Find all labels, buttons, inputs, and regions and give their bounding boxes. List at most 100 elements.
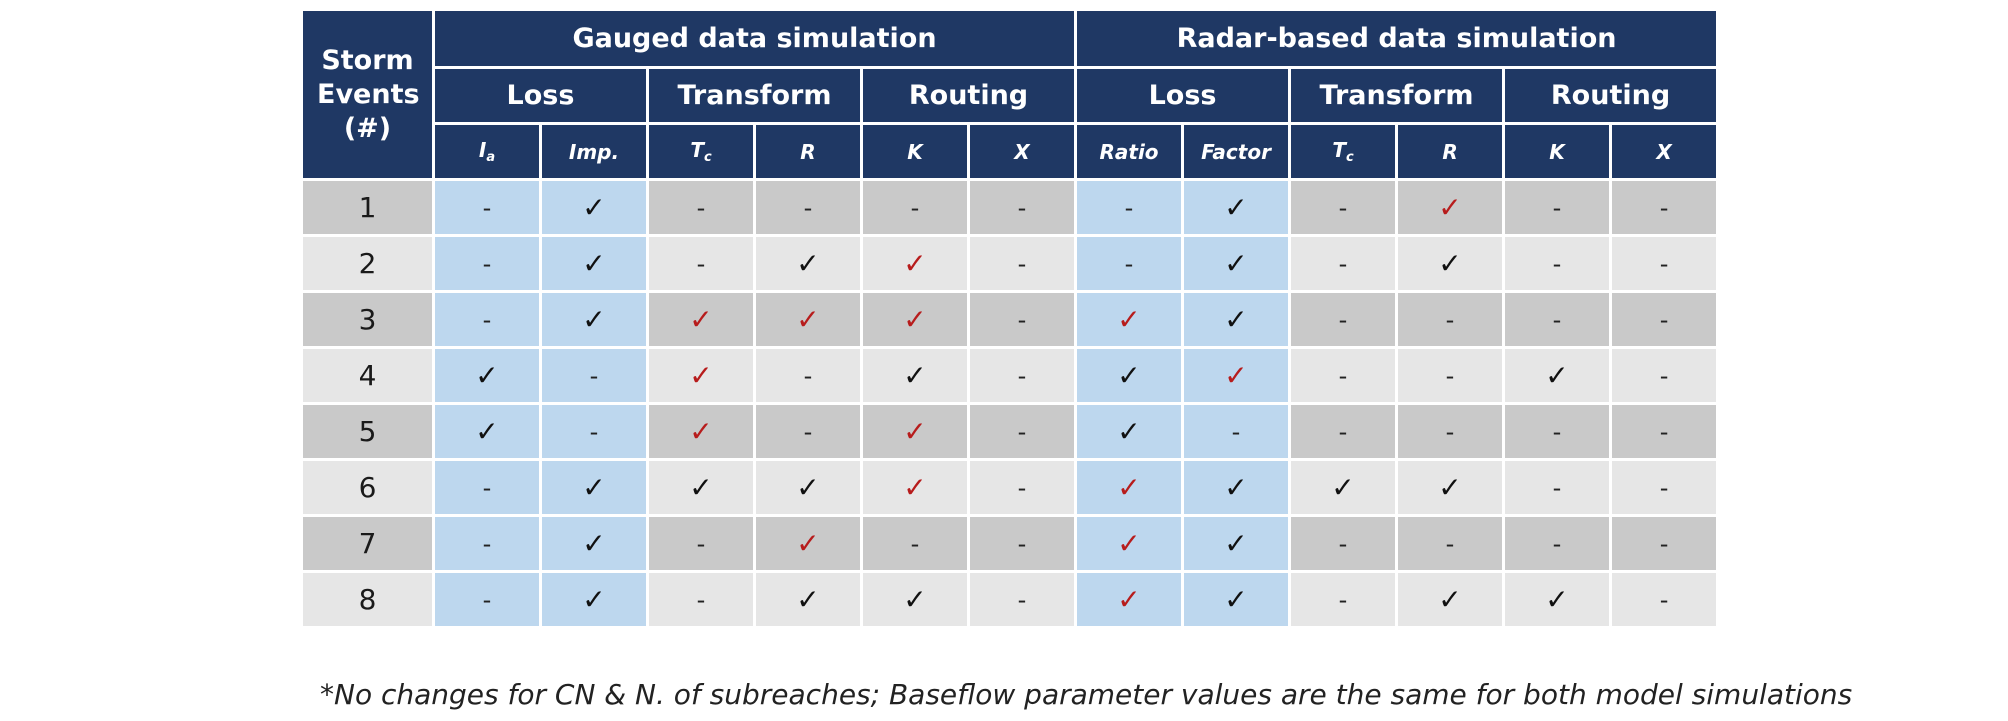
param-header: Tc xyxy=(649,125,753,178)
dash-mark: - xyxy=(696,249,706,278)
table-row: 2-✓-✓✓--✓-✓-- xyxy=(303,237,1717,290)
check-icon: ✓ xyxy=(903,359,927,392)
red-check-icon: ✓ xyxy=(1224,359,1248,392)
check-icon: ✓ xyxy=(1117,359,1141,392)
check-icon: ✓ xyxy=(1224,583,1248,616)
table-cell: - xyxy=(649,517,753,570)
check-icon: ✓ xyxy=(796,583,820,616)
dash-mark: - xyxy=(1338,193,1348,222)
dash-mark: - xyxy=(1659,249,1669,278)
table-cell: - xyxy=(435,293,539,346)
table-cell: - xyxy=(1398,517,1503,570)
dash-mark: - xyxy=(1552,529,1562,558)
dash-mark: - xyxy=(1552,305,1562,334)
dash-mark: - xyxy=(1552,417,1562,446)
red-check-icon: ✓ xyxy=(1117,471,1141,504)
table-cell: ✓ xyxy=(1398,181,1503,234)
table-cell: - xyxy=(542,349,646,402)
table-cell: ✓ xyxy=(542,181,646,234)
dash-mark: - xyxy=(910,529,920,558)
table-cell: - xyxy=(756,349,860,402)
table-cell: ✓ xyxy=(649,461,753,514)
check-icon: ✓ xyxy=(582,527,606,560)
table-row: 6-✓✓✓✓-✓✓✓✓-- xyxy=(303,461,1717,514)
table-cell: ✓ xyxy=(1077,573,1182,626)
table-cell: - xyxy=(863,181,967,234)
param-label: Imp. xyxy=(568,139,620,164)
table-cell: - xyxy=(1291,293,1396,346)
check-icon: ✓ xyxy=(1224,247,1248,280)
dash-mark: - xyxy=(1231,417,1241,446)
check-icon: ✓ xyxy=(796,471,820,504)
param-label: T xyxy=(690,138,704,162)
table-cell: - xyxy=(649,181,753,234)
param-label: Factor xyxy=(1201,139,1271,164)
dash-mark: - xyxy=(482,529,492,558)
param-label: X xyxy=(1656,139,1672,164)
red-check-icon: ✓ xyxy=(1117,303,1141,336)
storm-event-number: 4 xyxy=(303,349,432,402)
table-cell: ✓ xyxy=(1184,461,1289,514)
check-icon: ✓ xyxy=(1438,247,1462,280)
table-cell: - xyxy=(1291,405,1396,458)
table-cell: - xyxy=(435,237,539,290)
dash-mark: - xyxy=(803,417,813,446)
table-cell: - xyxy=(863,517,967,570)
dash-mark: - xyxy=(589,361,599,390)
storm-event-number: 8 xyxy=(303,573,432,626)
table-cell: - xyxy=(1612,517,1717,570)
dash-mark: - xyxy=(1659,193,1669,222)
param-label: X xyxy=(1014,139,1030,164)
dash-mark: - xyxy=(1338,417,1348,446)
dash-mark: - xyxy=(1017,249,1027,278)
table-cell: ✓ xyxy=(1184,293,1289,346)
table-cell: ✓ xyxy=(542,237,646,290)
table-cell: - xyxy=(1398,405,1503,458)
table-cell: - xyxy=(435,517,539,570)
dash-mark: - xyxy=(1659,585,1669,614)
check-icon: ✓ xyxy=(1438,471,1462,504)
storm-event-number: 1 xyxy=(303,181,432,234)
table-cell: ✓ xyxy=(1184,573,1289,626)
table-cell: ✓ xyxy=(1077,405,1182,458)
table-cell: - xyxy=(970,349,1075,402)
table-cell: ✓ xyxy=(756,573,860,626)
dash-mark: - xyxy=(1552,193,1562,222)
table-cell: ✓ xyxy=(1184,517,1289,570)
dash-mark: - xyxy=(1338,585,1348,614)
table-cell: - xyxy=(970,573,1075,626)
calibration-table: Storm Events (#) Gauged data simulation … xyxy=(300,8,1719,629)
check-icon: ✓ xyxy=(689,471,713,504)
param-header: Factor xyxy=(1184,125,1289,178)
check-icon: ✓ xyxy=(1224,471,1248,504)
table-cell: - xyxy=(1505,293,1610,346)
table-cell: - xyxy=(970,181,1075,234)
red-check-icon: ✓ xyxy=(903,415,927,448)
dash-mark: - xyxy=(1445,361,1455,390)
red-check-icon: ✓ xyxy=(689,415,713,448)
table-cell: ✓ xyxy=(1505,573,1610,626)
dash-mark: - xyxy=(1659,305,1669,334)
param-header: Imp. xyxy=(542,125,646,178)
dash-mark: - xyxy=(482,473,492,502)
check-icon: ✓ xyxy=(903,583,927,616)
table-cell: ✓ xyxy=(649,405,753,458)
dash-mark: - xyxy=(482,305,492,334)
red-check-icon: ✓ xyxy=(903,471,927,504)
table-cell: - xyxy=(435,573,539,626)
gauged-transform-header: Transform xyxy=(649,69,860,122)
table-cell: ✓ xyxy=(863,461,967,514)
table-cell: ✓ xyxy=(756,237,860,290)
gauged-loss-header: Loss xyxy=(435,69,646,122)
dash-mark: - xyxy=(482,249,492,278)
radar-loss-header: Loss xyxy=(1077,69,1289,122)
dash-mark: - xyxy=(696,193,706,222)
table-cell: ✓ xyxy=(1077,349,1182,402)
storm-event-number: 5 xyxy=(303,405,432,458)
table-cell: ✓ xyxy=(1184,349,1289,402)
table-cell: - xyxy=(1398,349,1503,402)
dash-mark: - xyxy=(1017,193,1027,222)
table-cell: - xyxy=(970,517,1075,570)
red-check-icon: ✓ xyxy=(1438,191,1462,224)
dash-mark: - xyxy=(482,585,492,614)
